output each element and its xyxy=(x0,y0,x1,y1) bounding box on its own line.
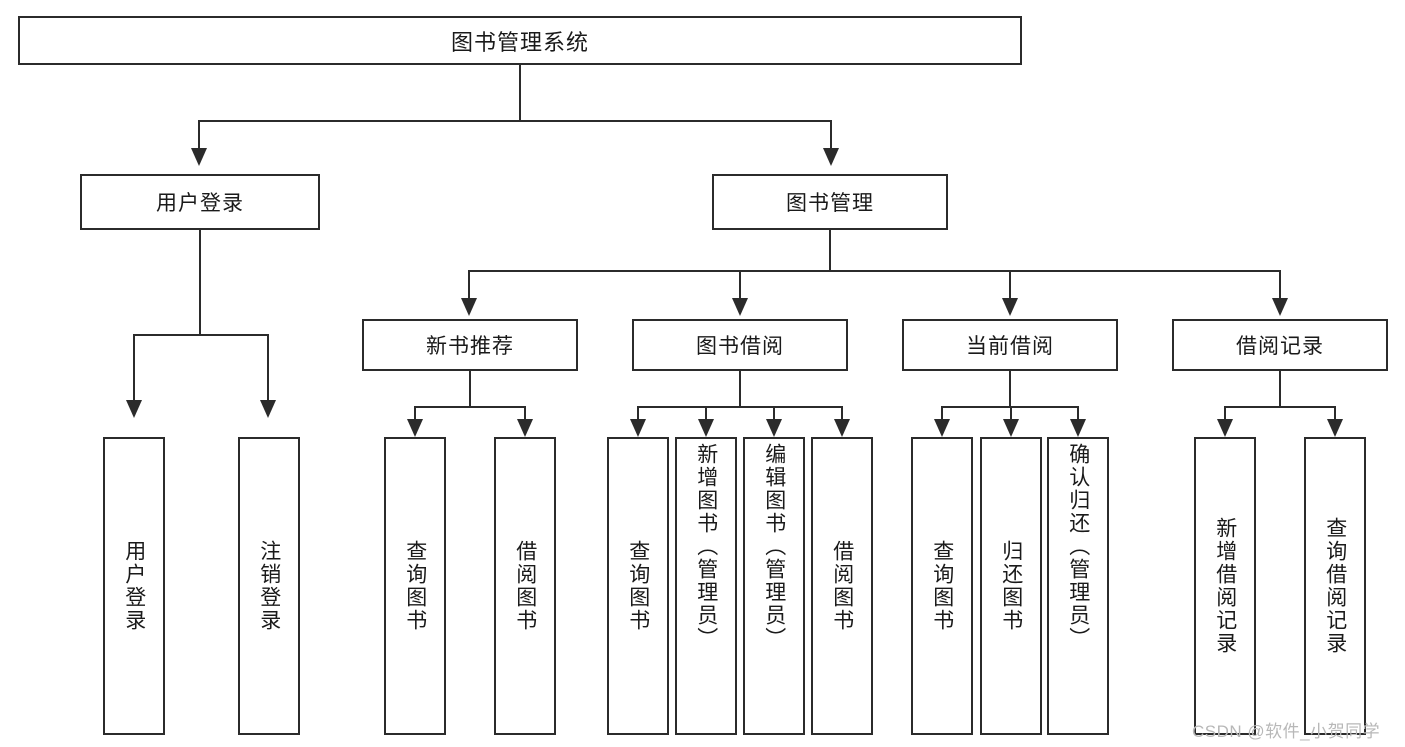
arrowhead-leaf-query-book-3 xyxy=(934,419,950,437)
node-label: 图书管理系统 xyxy=(450,29,589,55)
leaf-user-login[interactable]: 用户登录 xyxy=(103,437,165,735)
arrowhead-leaf-query-book-2 xyxy=(630,419,646,437)
arrowhead-leaf-query-record xyxy=(1327,419,1343,437)
arrowhead-leaf-add-book xyxy=(698,419,714,437)
connector-new-book-stem xyxy=(469,371,471,407)
connector-to-new-book xyxy=(468,270,470,300)
connector-book-borrow-stem xyxy=(739,371,741,407)
connector-book-borrow-bar xyxy=(637,406,843,408)
connector-to-user-login xyxy=(198,120,200,150)
node-current-borrow[interactable]: 当前借阅 xyxy=(902,319,1118,371)
connector-book-borrow-drop-1 xyxy=(637,406,639,431)
leaf-query-book-recommend[interactable]: 查询图书 xyxy=(384,437,446,735)
arrowhead-current-borrow xyxy=(1002,298,1018,316)
connector-current-borrow-stem xyxy=(1009,371,1011,407)
connector-level3-bar xyxy=(468,270,1280,272)
leaf-label: 借阅图书 xyxy=(830,540,854,632)
connector-new-book-bar xyxy=(414,406,526,408)
connector-book-borrow-drop-3 xyxy=(773,406,775,431)
arrowhead-book-borrow xyxy=(732,298,748,316)
arrowhead-leaf-edit-book xyxy=(766,419,782,437)
connector-current-borrow-drop-2 xyxy=(1010,406,1012,431)
leaf-label: 用户登录 xyxy=(122,540,146,632)
connector-user-login-drop-2 xyxy=(267,334,269,402)
node-label: 图书借阅 xyxy=(696,335,784,358)
leaf-confirm-return-admin[interactable]: 确认归还（管理员） xyxy=(1047,437,1109,735)
leaf-label: 确认归还（管理员） xyxy=(1066,443,1090,650)
node-borrow-record[interactable]: 借阅记录 xyxy=(1172,319,1388,371)
arrowhead-new-book-recommend xyxy=(461,298,477,316)
leaf-query-book-borrow[interactable]: 查询图书 xyxy=(607,437,669,735)
connector-to-book-borrow xyxy=(739,270,741,300)
leaf-label: 借阅图书 xyxy=(513,540,537,632)
connector-user-login-drop-1 xyxy=(133,334,135,402)
connector-current-borrow-drop-1 xyxy=(941,406,943,431)
node-label: 当前借阅 xyxy=(966,335,1054,358)
leaf-logout[interactable]: 注销登录 xyxy=(238,437,300,735)
leaf-label: 归还图书 xyxy=(999,540,1023,632)
connector-book-manage-stem xyxy=(829,230,831,271)
leaf-label: 新增借阅记录 xyxy=(1213,517,1237,655)
arrowhead-leaf-add-record xyxy=(1217,419,1233,437)
connector-borrow-record-bar xyxy=(1224,406,1336,408)
arrowhead-leaf-logout xyxy=(260,400,276,418)
connector-root-stem xyxy=(519,65,521,120)
arrowhead-leaf-borrow-book-2 xyxy=(834,419,850,437)
connector-user-login-stem xyxy=(199,230,201,335)
leaf-query-borrow-record[interactable]: 查询借阅记录 xyxy=(1304,437,1366,735)
leaf-query-book-current[interactable]: 查询图书 xyxy=(911,437,973,735)
arrowhead-book-manage xyxy=(823,148,839,166)
arrowhead-leaf-borrow-book-1 xyxy=(517,419,533,437)
arrowhead-borrow-record xyxy=(1272,298,1288,316)
csdn-watermark: CSDN @软件_小贺同学 xyxy=(1192,722,1381,741)
connector-user-login-bar xyxy=(133,334,267,336)
leaf-label: 编辑图书（管理员） xyxy=(762,443,786,650)
node-label: 用户登录 xyxy=(156,192,244,215)
arrowhead-leaf-return-book xyxy=(1003,419,1019,437)
connector-borrow-record-drop-1 xyxy=(1224,406,1226,431)
leaf-borrow-book[interactable]: 借阅图书 xyxy=(811,437,873,735)
node-label: 新书推荐 xyxy=(426,335,514,358)
leaf-return-book[interactable]: 归还图书 xyxy=(980,437,1042,735)
leaf-add-borrow-record[interactable]: 新增借阅记录 xyxy=(1194,437,1256,735)
leaf-edit-book-admin[interactable]: 编辑图书（管理员） xyxy=(743,437,805,735)
arrowhead-leaf-query-book-1 xyxy=(407,419,423,437)
leaf-label: 查询图书 xyxy=(626,540,650,632)
connector-current-borrow-drop-3 xyxy=(1077,406,1079,431)
connector-borrow-record-drop-2 xyxy=(1334,406,1336,431)
connector-to-borrow-record xyxy=(1279,270,1281,300)
connector-borrow-record-stem xyxy=(1279,371,1281,407)
node-label: 借阅记录 xyxy=(1236,335,1324,358)
leaf-borrow-book-recommend[interactable]: 借阅图书 xyxy=(494,437,556,735)
node-new-book-recommend[interactable]: 新书推荐 xyxy=(362,319,578,371)
arrowhead-user-login xyxy=(191,148,207,166)
node-book-borrow[interactable]: 图书借阅 xyxy=(632,319,848,371)
node-user-login[interactable]: 用户登录 xyxy=(80,174,320,230)
leaf-label: 新增图书（管理员） xyxy=(694,443,718,650)
leaf-label: 查询借阅记录 xyxy=(1323,517,1347,655)
connector-book-borrow-drop-4 xyxy=(841,406,843,431)
leaf-label: 查询图书 xyxy=(930,540,954,632)
leaf-label: 注销登录 xyxy=(257,540,281,632)
arrowhead-leaf-user-login xyxy=(126,400,142,418)
connector-new-book-drop-2 xyxy=(524,406,526,431)
connector-level2-bar xyxy=(198,120,832,122)
connector-book-borrow-drop-2 xyxy=(705,406,707,431)
connector-to-book-manage xyxy=(830,120,832,150)
connector-to-current-borrow xyxy=(1009,270,1011,300)
leaf-add-book-admin[interactable]: 新增图书（管理员） xyxy=(675,437,737,735)
node-root-system[interactable]: 图书管理系统 xyxy=(18,16,1022,65)
connector-new-book-drop-1 xyxy=(414,406,416,431)
arrowhead-leaf-confirm-return xyxy=(1070,419,1086,437)
node-book-management[interactable]: 图书管理 xyxy=(712,174,948,230)
leaf-label: 查询图书 xyxy=(403,540,427,632)
node-label: 图书管理 xyxy=(786,192,874,215)
